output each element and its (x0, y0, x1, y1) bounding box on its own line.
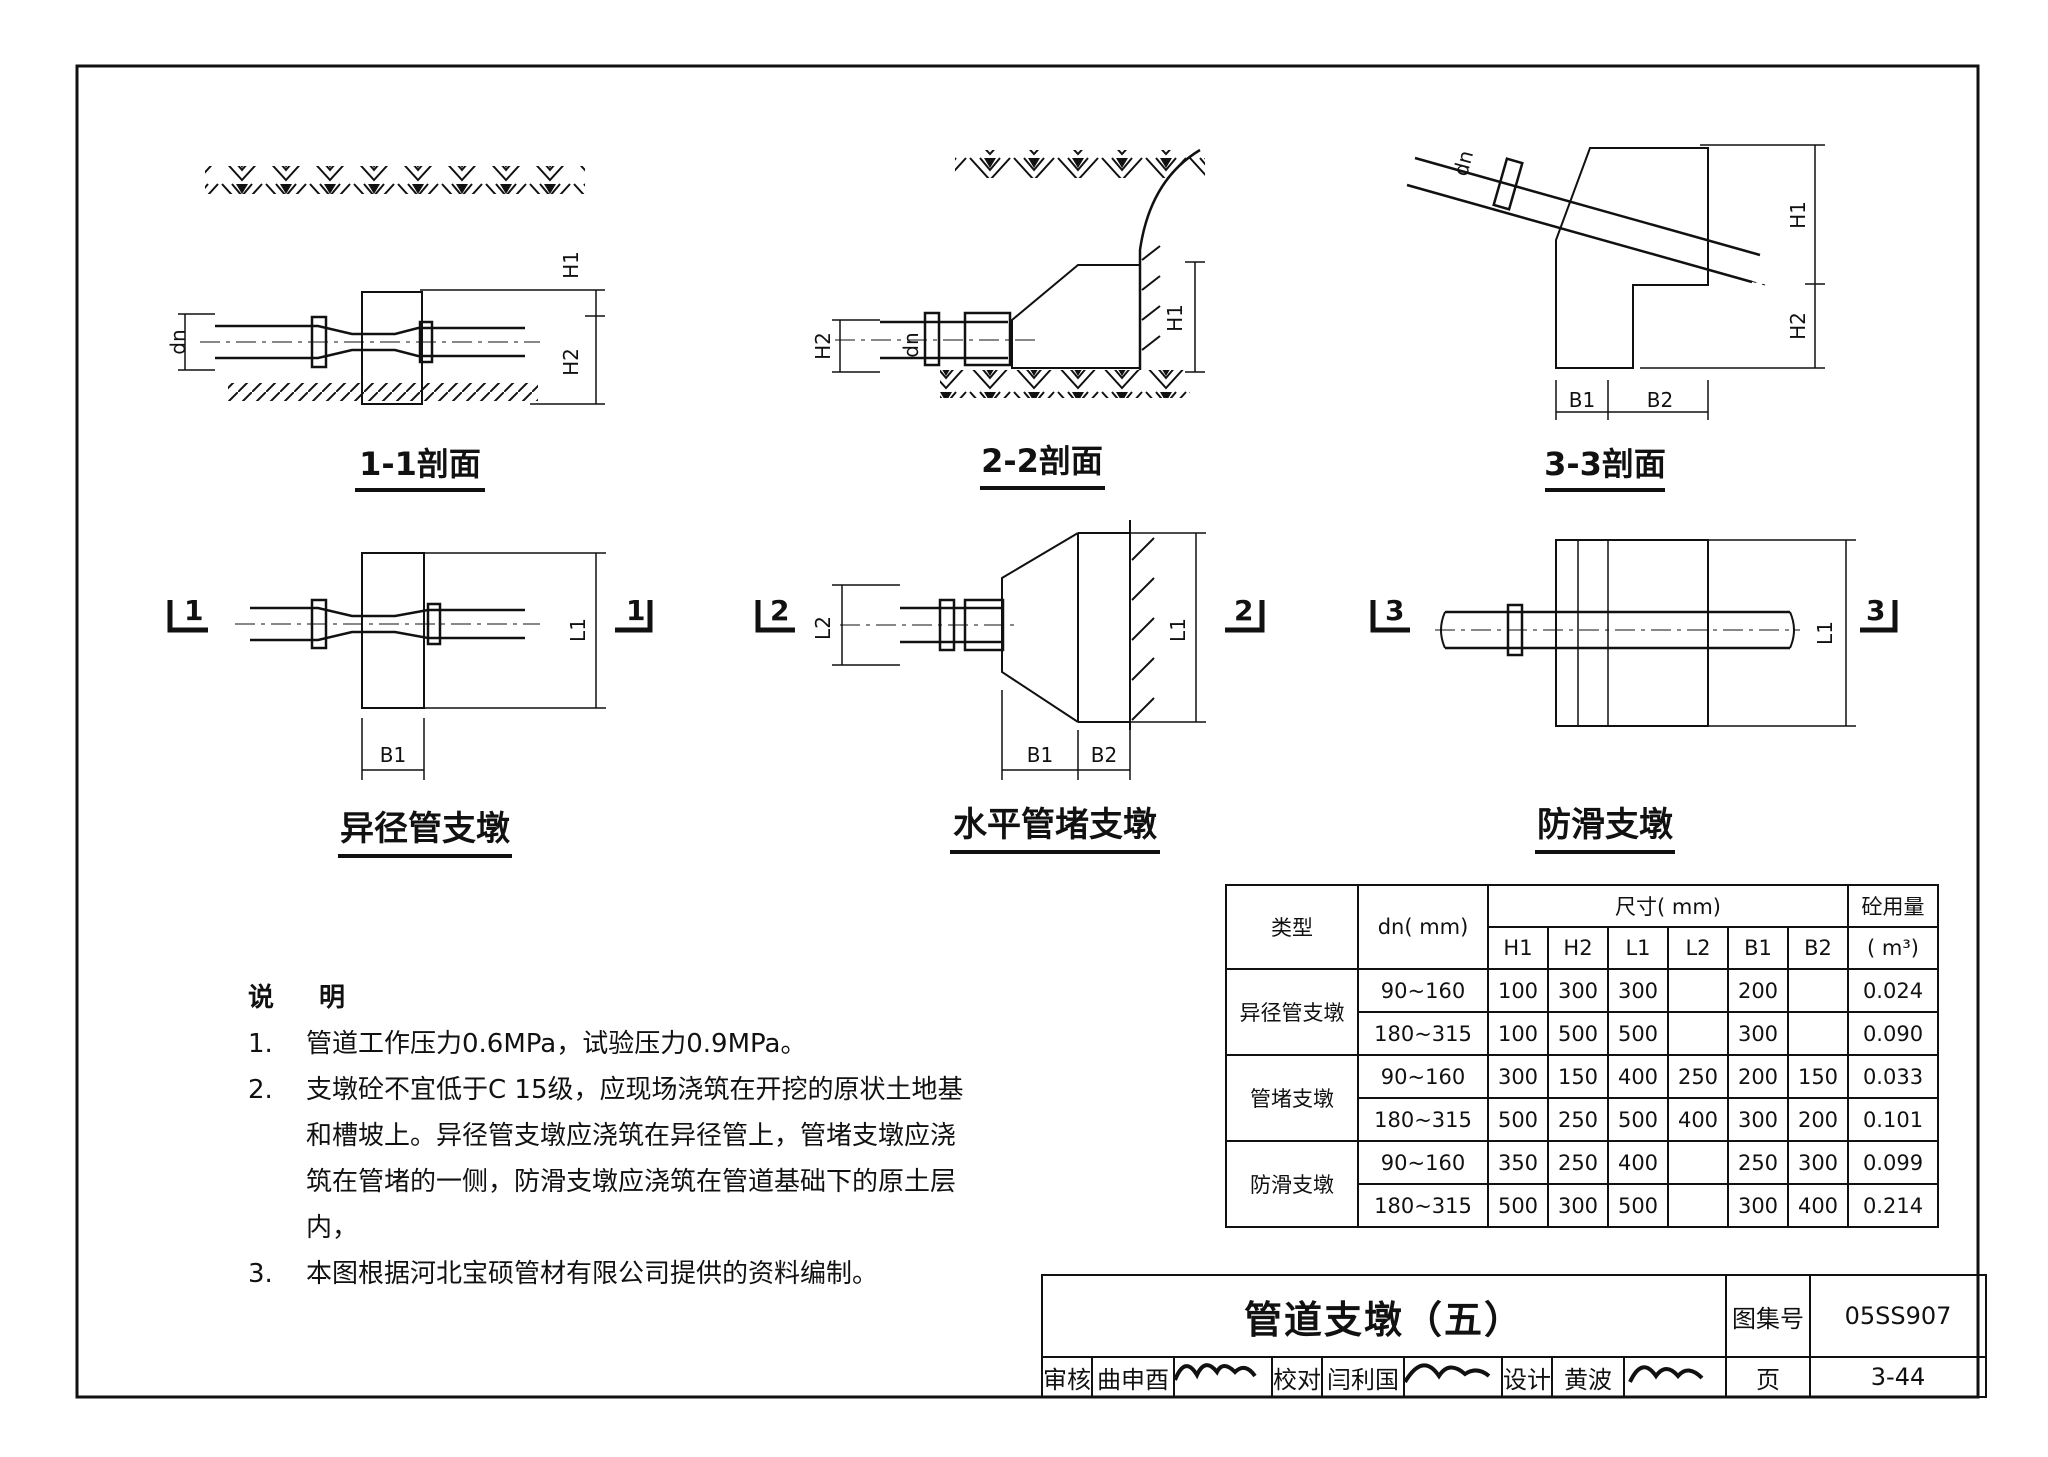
dim-b1: B1 (1027, 743, 1053, 767)
note-item: 3.本图根据河北宝硕管材有限公司提供的资料编制。 (248, 1259, 879, 1289)
notes: 说 明 1.管道工作压力0.6MPa，试验压力0.9MPa。 2.支墩砼不宜低于… (248, 975, 968, 1297)
header-size: 尺寸( mm) (1487, 884, 1849, 928)
header-concrete: 砼用量 (1847, 884, 1939, 928)
ground-surface (955, 150, 1205, 178)
drawing-title: 管道支墩（五） (1041, 1274, 1727, 1358)
title-plug-support: 水平管堵支墩 (953, 805, 1157, 845)
designer-signature (1623, 1356, 1727, 1398)
header-concrete-unit: ( m³) (1847, 926, 1939, 970)
dim-h2: H2 (811, 332, 835, 360)
title-anti-slip-support: 防滑支墩 (1537, 805, 1673, 845)
checker-signature (1403, 1356, 1503, 1398)
section-titles: 1-1剖面 2-2剖面 3-3剖面 (355, 442, 1666, 492)
reducer-block-plan (361, 552, 425, 709)
design-label: 设计 (1501, 1356, 1553, 1398)
note-item: 2.支墩砼不宜低于C 15级，应现场浇筑在开挖的原状土地基和槽坡上。异径管支墩应… (248, 1075, 964, 1243)
page-number: 3-44 (1809, 1356, 1987, 1398)
notes-title: 说 明 (248, 983, 364, 1013)
dim-l1: L1 (566, 618, 590, 642)
note-item: 1.管道工作压力0.6MPa，试验压力0.9MPa。 (248, 1029, 807, 1059)
trench-bottom (228, 383, 538, 401)
reviewer-name: 曲申酉 (1091, 1356, 1175, 1398)
section-3-3: H1 H2 dn B1 B2 (1406, 144, 1825, 420)
plan-reducer-support: L1 B1 1 1 (167, 552, 653, 780)
marker-3-left: 3 (1385, 594, 1404, 627)
dim-b2: B2 (1091, 743, 1117, 767)
dim-h2: H2 (1786, 312, 1810, 340)
plugged-pipe (880, 320, 1008, 360)
dim-b1: B1 (380, 743, 406, 767)
plug-block (1011, 264, 1141, 369)
check-label: 校对 (1271, 1356, 1323, 1398)
dim-dn: dn (166, 329, 190, 354)
reviewer-signature (1173, 1356, 1273, 1398)
marker-2-right: 2 (1234, 594, 1253, 627)
dim-h2: H2 (559, 348, 583, 376)
col-b1: B1 (1727, 926, 1789, 970)
reducer-block (361, 291, 423, 405)
section-2-2: H2 H1 dn (811, 148, 1205, 398)
anti-slip-block-plan (1555, 539, 1709, 727)
section-1-1: dn H1 H2 (166, 166, 605, 405)
plan-anti-slip-support: L1 3 3 (1370, 539, 1898, 727)
trench-bottom (940, 370, 1190, 398)
title-section-2-2: 2-2剖面 (981, 442, 1103, 480)
dim-dn: dn (899, 332, 923, 357)
atlas-number: 05SS907 (1809, 1274, 1987, 1358)
page-label: 页 (1725, 1356, 1811, 1398)
dim-h1: H1 (1786, 201, 1810, 229)
col-l2: L2 (1667, 926, 1729, 970)
col-b2: B2 (1787, 926, 1849, 970)
header-dn: dn( mm) (1357, 884, 1489, 970)
reducer-pipe (215, 324, 525, 360)
marker-1-right: 1 (626, 594, 645, 627)
designer-name: 黄波 (1551, 1356, 1625, 1398)
sheet-border (75, 64, 1980, 1399)
col-h1: H1 (1487, 926, 1549, 970)
marker-1-left: 1 (184, 594, 203, 627)
plan-titles: 异径管支墩 水平管堵支墩 防滑支墩 (338, 805, 1675, 858)
header-type: 类型 (1225, 884, 1359, 970)
dim-l1: L1 (1166, 618, 1190, 642)
dim-l1: L1 (1813, 621, 1837, 645)
ground-surface (205, 166, 585, 194)
review-label: 审核 (1041, 1356, 1093, 1398)
title-block: 管道支墩（五） 图集号 05SS907 审核 曲申酉 校对 闫利国 设计 黄波 … (1041, 1274, 1987, 1398)
title-section-1-1: 1-1剖面 (359, 445, 481, 483)
col-l1: L1 (1607, 926, 1669, 970)
plan-plug-support: L2 L1 B1 B2 2 2 (755, 520, 1265, 780)
marker-2-left: 2 (770, 594, 789, 627)
col-h2: H2 (1547, 926, 1609, 970)
spec-table: 类型 dn( mm) 尺寸( mm) 砼用量 H1 H2 L1 L2 B1 B2… (1225, 884, 1939, 1228)
marker-3-right: 3 (1866, 594, 1885, 627)
trench-wall (1138, 148, 1201, 370)
dim-h1: H1 (1163, 304, 1187, 332)
anti-slip-block (1555, 147, 1709, 369)
dim-l2: L2 (811, 616, 835, 640)
dim-b2: B2 (1647, 388, 1673, 412)
checker-name: 闫利国 (1321, 1356, 1405, 1398)
title-section-3-3: 3-3剖面 (1544, 445, 1666, 483)
atlas-label: 图集号 (1725, 1274, 1811, 1358)
title-reducer-support: 异径管支墩 (340, 809, 510, 849)
dim-h1: H1 (559, 251, 583, 279)
dim-b1: B1 (1569, 388, 1595, 412)
